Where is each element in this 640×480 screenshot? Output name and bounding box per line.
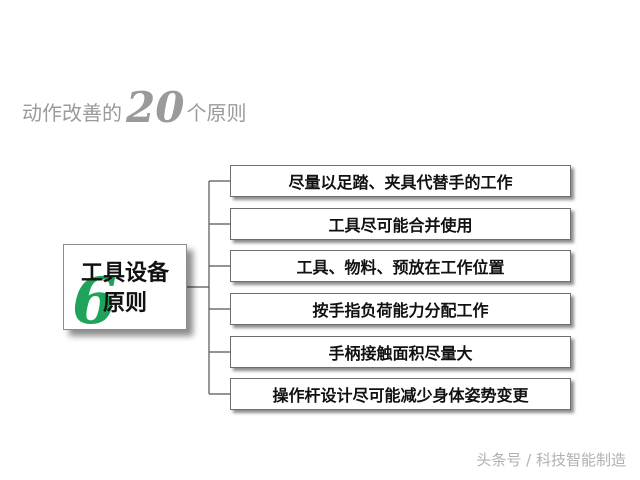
- principle-item-4: 按手指负荷能力分配工作: [230, 293, 571, 325]
- slide-heading: 动作改善的 20 个原则: [22, 86, 246, 130]
- heading-suffix: 个原则: [186, 101, 247, 125]
- category-title: 工具设备 原则: [80, 261, 169, 316]
- principle-category-box: 6 工具设备 原则: [63, 244, 187, 337]
- principle-item-6: 操作杆设计尽可能减少身体姿势变更: [230, 378, 571, 410]
- watermark: 头条号 / 科技智能制造: [476, 451, 626, 469]
- principle-item-1: 尽量以足踏、夹具代替手的工作: [230, 165, 571, 197]
- heading-number: 20: [126, 83, 185, 132]
- principle-item-5: 手柄接触面积尽量大: [230, 336, 571, 368]
- principle-item-3: 工具、物料、预放在工作位置: [230, 250, 571, 282]
- heading-prefix: 动作改善的: [22, 101, 122, 125]
- category-number: 6: [72, 264, 117, 339]
- principle-item-2: 工具尽可能合并使用: [230, 208, 571, 240]
